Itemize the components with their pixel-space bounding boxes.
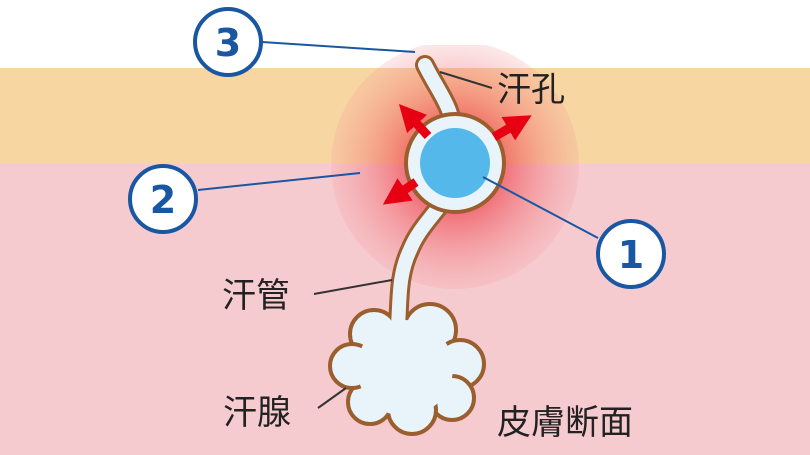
label-sweat-gland: 汗腺 <box>223 393 291 433</box>
marker-2-number: 2 <box>150 178 176 222</box>
arrow-up-right <box>491 115 532 141</box>
leader-line-2 <box>197 172 361 191</box>
marker-3-number: 3 <box>215 21 241 65</box>
marker-3: 3 <box>193 7 263 77</box>
label-sweat-duct: 汗管 <box>222 276 290 316</box>
sweat-gland <box>328 302 486 436</box>
label-skin-cross-section: 皮膚断面 <box>497 403 633 443</box>
leader-line-3 <box>261 41 416 53</box>
marker-2: 2 <box>128 164 198 234</box>
marker-1-number: 1 <box>618 233 644 277</box>
arrow-up-left <box>398 104 432 140</box>
leader-line-duct <box>313 279 393 295</box>
marker-1: 1 <box>596 219 666 289</box>
pressure-arrows <box>382 104 532 205</box>
arrow-down-left <box>382 178 419 205</box>
leader-line-gland <box>317 387 347 409</box>
leader-line-1 <box>482 176 599 239</box>
label-sweat-pore: 汗孔 <box>497 70 565 110</box>
trapped-sweat-droplet <box>420 128 490 198</box>
leader-line-pore <box>439 71 493 89</box>
